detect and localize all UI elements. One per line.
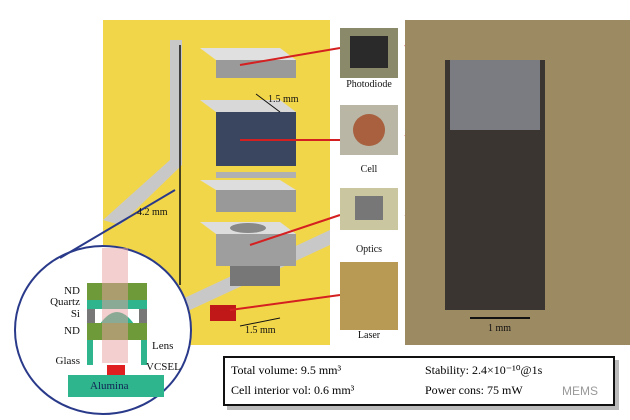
- photo-caption-laser: Laser: [357, 330, 381, 341]
- lens-label: Lens: [152, 340, 174, 352]
- device-top-photo: [450, 60, 540, 130]
- exploded-stack: [200, 48, 296, 321]
- photo-caption-optics: Optics: [355, 244, 383, 255]
- width-dimension-top: [255, 93, 281, 113]
- layer-glass: Glass: [55, 355, 80, 367]
- layer-nd-bottom: ND: [64, 325, 80, 337]
- layer-si: Si: [70, 308, 80, 320]
- layer-quartz: Quartz: [50, 296, 80, 308]
- scale-bar-label: 1 mm: [488, 323, 512, 334]
- width-top-label: 1.5 mm: [268, 94, 299, 105]
- vcsel-label: VCSEL: [146, 361, 181, 373]
- width-bottom-label: 1.5 mm: [245, 325, 276, 336]
- specs-box: Total volume: 9.5 mm³ Cell interior vol:…: [223, 356, 615, 406]
- cell-volume: Cell interior vol: 0.6 mm³: [231, 383, 355, 397]
- stability: Stability: 2.4×10⁻¹⁰@1s: [425, 363, 543, 377]
- photo-caption-cell: Cell: [360, 164, 378, 175]
- power-consumption: Power cons: 75 mW: [425, 383, 523, 397]
- total-volume: Total volume: 9.5 mm³: [231, 363, 342, 377]
- inset-layers: [68, 248, 164, 397]
- alumina-label: Alumina: [90, 380, 129, 392]
- component-photos: [340, 28, 398, 330]
- layer-nd-top: ND: [64, 285, 80, 297]
- inset-connector: [59, 189, 176, 259]
- photo-caption-photodiode: Photodiode: [346, 79, 392, 90]
- flex-strip: [103, 40, 182, 225]
- width-dimension-bottom: [239, 317, 281, 327]
- watermark: MEMS: [562, 384, 598, 398]
- height-label: 4.2 mm: [137, 207, 168, 218]
